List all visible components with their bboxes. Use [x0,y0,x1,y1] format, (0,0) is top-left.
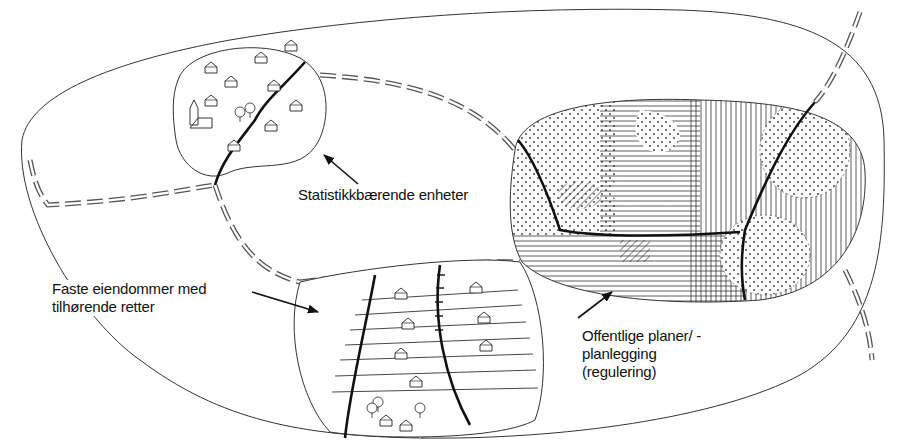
planning-area [505,95,875,315]
outer-region [21,9,884,438]
boundary-lines [30,12,872,438]
area-label: Offentlige planer/ -planlegging (reguler… [580,327,734,381]
area-label: Statistikkbærende enheter [296,186,470,204]
statistics-area [173,40,326,185]
leader-arrows [252,155,612,318]
property-area [294,260,543,438]
area-label: Faste eiendommer med tilhørende retter [50,280,244,316]
